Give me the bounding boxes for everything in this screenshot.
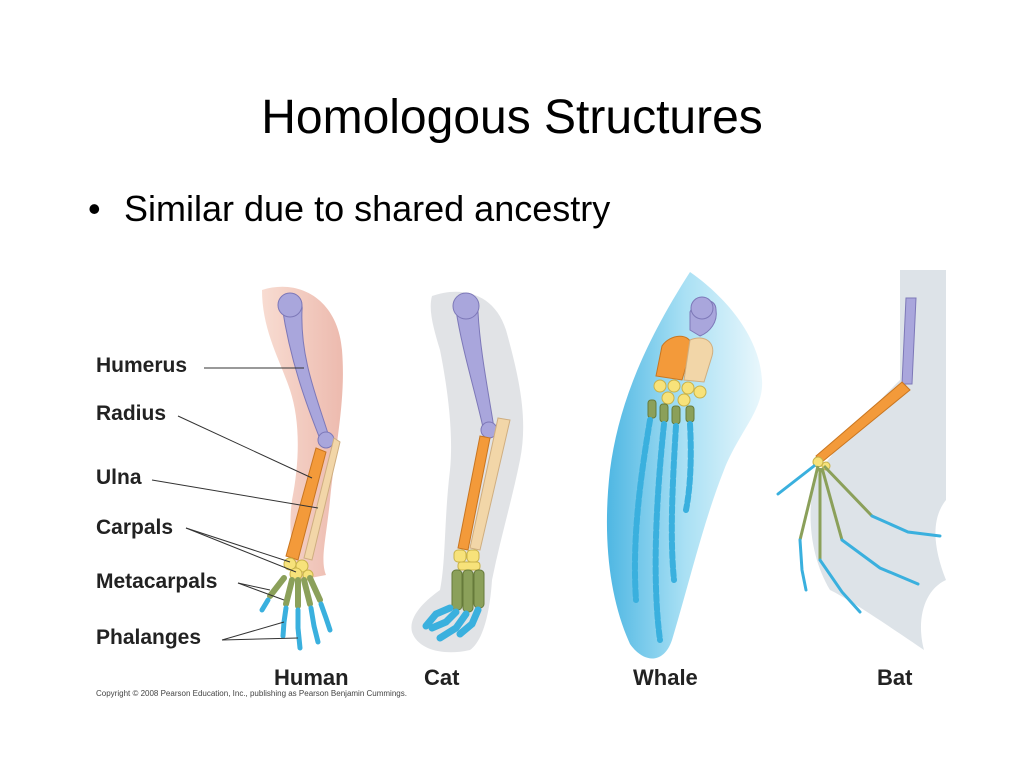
cat-carpals [453,549,481,571]
human-limb [259,286,343,651]
animal-label-cat: Cat [424,665,460,690]
bat-carpals [812,456,831,471]
whale-radius [655,335,693,381]
whale-flipper [606,272,763,659]
bat-phalanges [776,464,942,614]
cat-ulna [469,417,511,551]
bullet-text: Similar due to shared ancestry [124,188,611,229]
whale-carpals [653,379,707,407]
label-phalanges: Phalanges [96,626,202,649]
bat-metacarpals [798,464,874,560]
label-humerus: Humerus [96,354,188,377]
cat-radius [457,435,491,551]
bat-wing [810,270,946,650]
bat-humerus [901,297,917,385]
whale-phalanges [631,417,694,643]
animal-label-human: Human [274,665,349,690]
bullet-point: • Similar due to shared ancestry [88,188,610,230]
whale-limb [606,272,763,659]
label-radius: Radius [96,402,167,425]
human-radius [285,447,327,561]
whale-ulna [683,337,714,383]
cat-fur [411,291,524,653]
animal-label-bat: Bat [877,665,913,690]
human-metacarpals [267,575,323,609]
copyright-notice: Copyright © 2008 Pearson Education, Inc.… [96,689,407,698]
bat-limb [776,270,946,650]
human-ulna [303,437,341,561]
whale-metacarpals [647,399,695,425]
label-ulna: Ulna [96,466,142,489]
label-carpals: Carpals [96,516,174,539]
slide-title: Homologous Structures [261,91,763,144]
label-metacarpals: Metacarpals [96,570,218,593]
cat-phalanges [422,604,482,642]
leader-lines [151,367,319,641]
cat-metacarpals [451,569,485,613]
cat-limb [411,291,524,653]
animal-label-whale: Whale [633,665,698,690]
bullet-marker: • [88,188,101,229]
